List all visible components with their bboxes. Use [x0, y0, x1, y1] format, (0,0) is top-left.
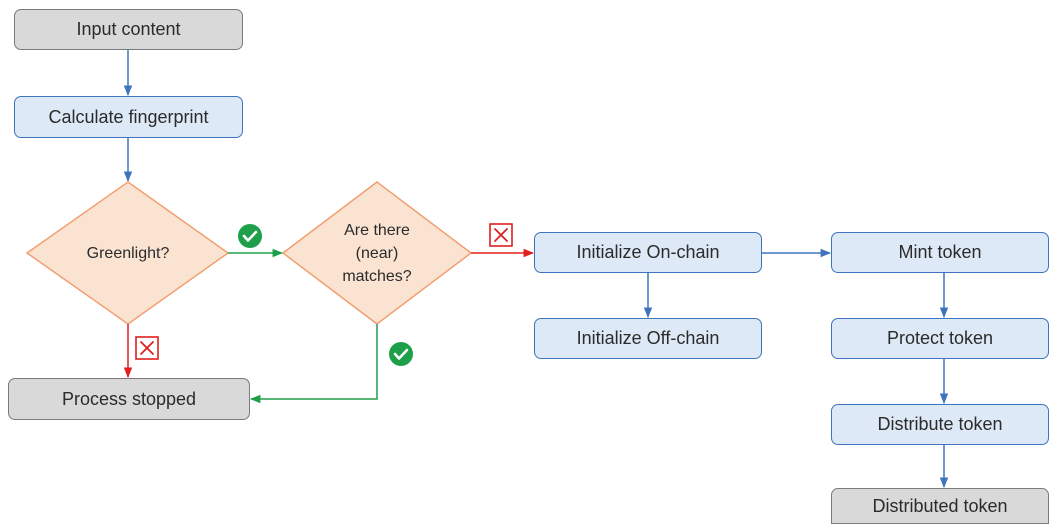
- greenlight-question: Greenlight?: [58, 238, 198, 268]
- calculate-fingerprint-node: Calculate fingerprint: [14, 96, 243, 138]
- x-box-icon: [135, 336, 159, 360]
- distribute-token-node: Distribute token: [831, 404, 1049, 445]
- initialize-on-chain-node: Initialize On-chain: [534, 232, 762, 273]
- input-content-label: Input content: [76, 19, 181, 39]
- near-matches-line3: matches?: [342, 267, 412, 285]
- initialize-on-chain-label: Initialize On-chain: [576, 242, 720, 262]
- initialize-off-chain-node: Initialize Off-chain: [534, 318, 762, 359]
- protect-token-label: Protect token: [886, 328, 994, 348]
- process-stopped-label: Process stopped: [61, 388, 197, 409]
- arrow-matches-yes: [249, 324, 378, 404]
- calculate-fingerprint-label: Calculate fingerprint: [48, 106, 209, 127]
- check-circle-icon: [389, 342, 413, 366]
- distribute-token-label: Distribute token: [877, 414, 1003, 434]
- initialize-off-chain-label: Initialize Off-chain: [576, 328, 720, 348]
- distributed-token-node: Distributed token: [831, 488, 1049, 524]
- process-stopped-node: Process stopped: [8, 378, 250, 420]
- near-matches-line2: (near): [355, 244, 399, 262]
- near-matches-question: Are there (near) matches?: [317, 218, 437, 288]
- x-box-icon: [489, 223, 513, 247]
- near-matches-line1: Are there: [344, 221, 410, 239]
- mint-token-node: Mint token: [831, 232, 1049, 273]
- input-content-node: Input content: [14, 9, 243, 50]
- protect-token-node: Protect token: [831, 318, 1049, 359]
- check-circle-icon: [238, 224, 262, 248]
- greenlight-label: Greenlight?: [86, 244, 170, 262]
- mint-token-label: Mint token: [898, 242, 982, 262]
- distributed-token-label: Distributed token: [872, 495, 1008, 516]
